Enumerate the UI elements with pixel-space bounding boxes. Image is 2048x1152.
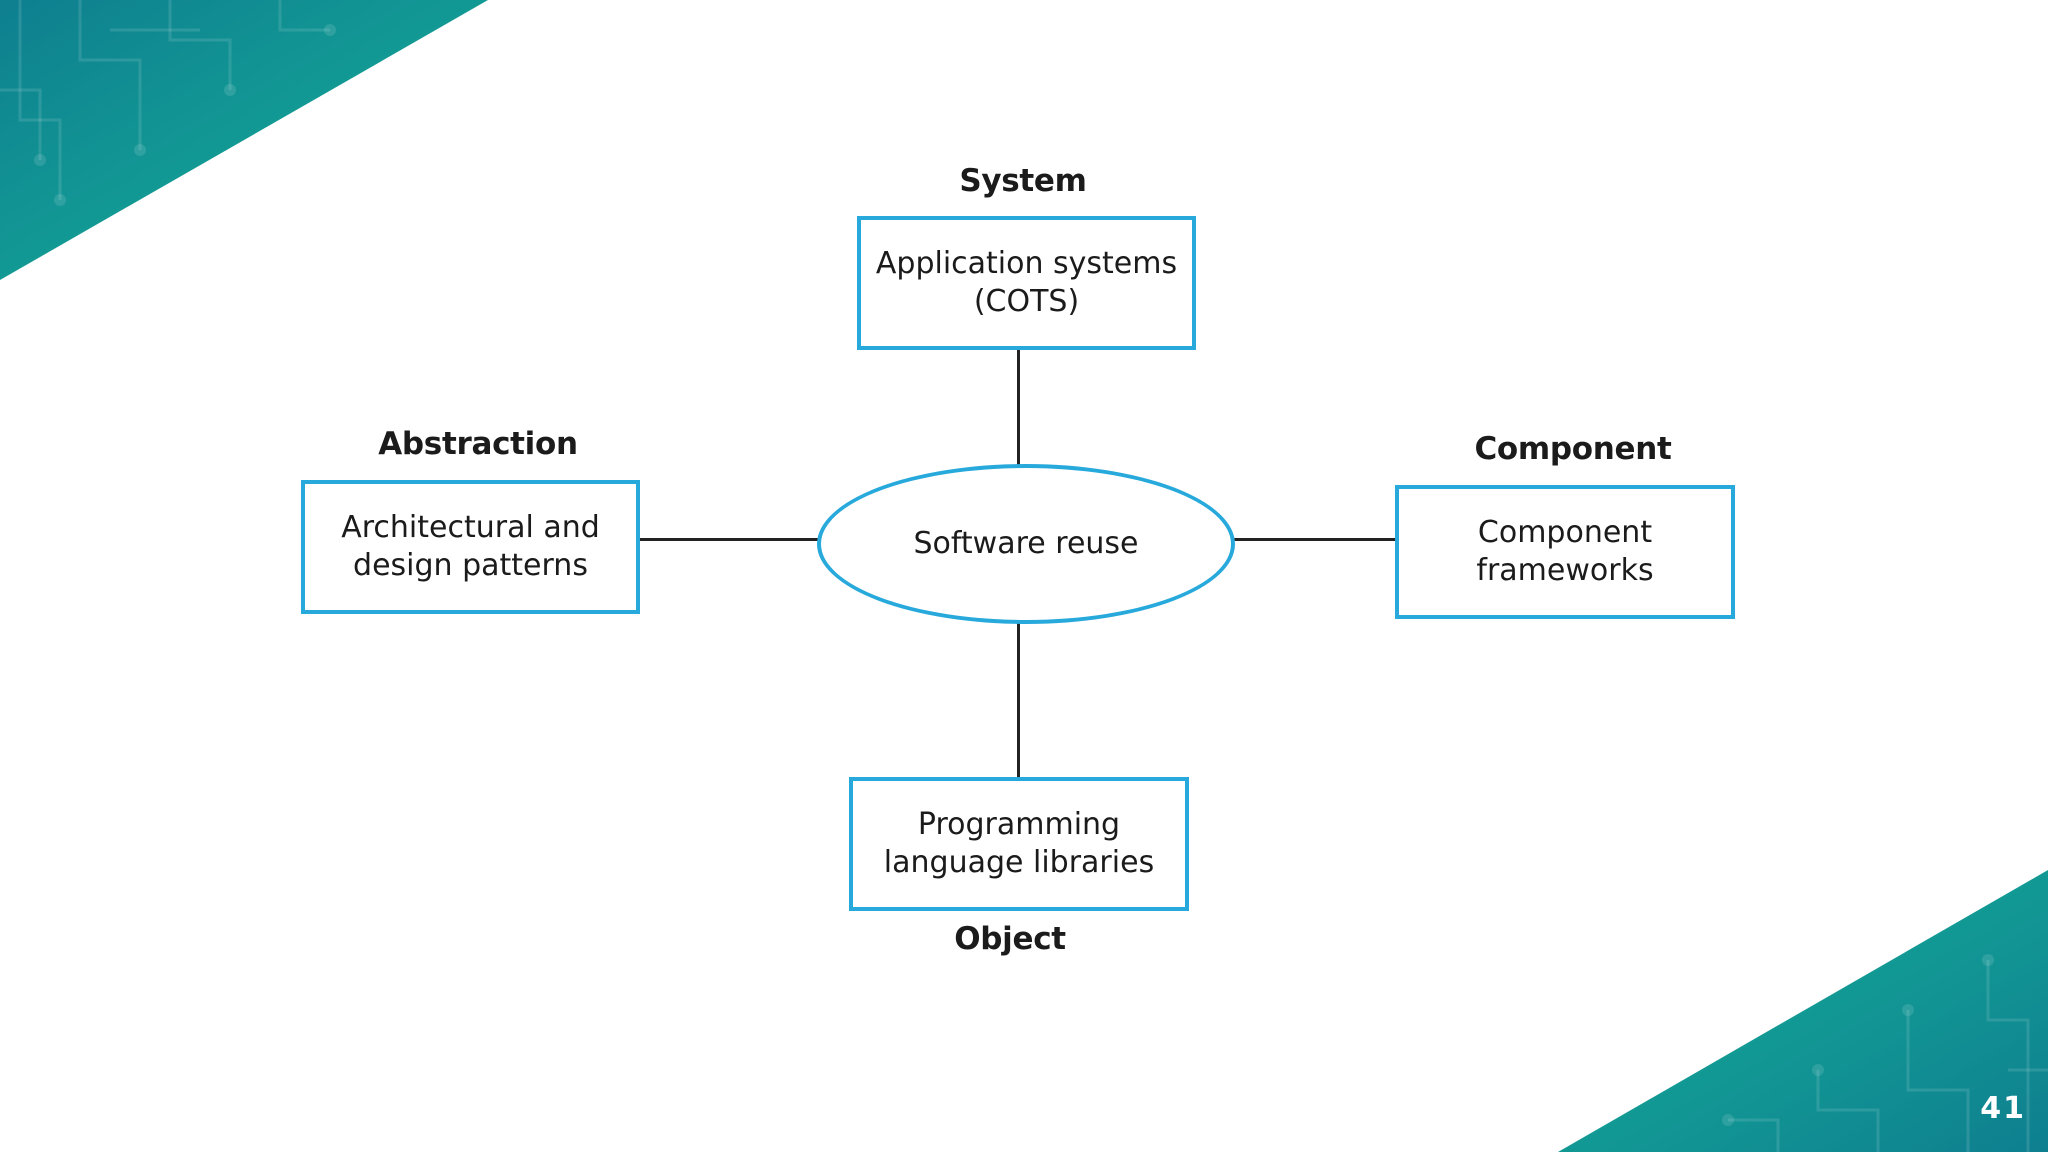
object-heading: Object bbox=[954, 921, 1066, 957]
architectural-patterns-label: Architectural and design patterns bbox=[341, 510, 600, 583]
top-left-corner-decoration bbox=[0, 0, 488, 280]
component-heading: Component bbox=[1474, 431, 1672, 467]
software-reuse-ellipse: Software reuse bbox=[817, 464, 1235, 624]
page-number: 41 bbox=[1980, 1091, 2026, 1126]
software-reuse-label: Software reuse bbox=[913, 526, 1139, 561]
programming-libraries-box: Programming language libraries bbox=[849, 777, 1189, 911]
component-frameworks-label: Component frameworks bbox=[1476, 515, 1654, 588]
application-systems-box: Application systems (COTS) bbox=[857, 216, 1196, 350]
system-heading: System bbox=[959, 163, 1087, 199]
application-systems-label: Application systems (COTS) bbox=[875, 246, 1178, 319]
connector-right bbox=[1232, 538, 1397, 541]
connector-top bbox=[1017, 348, 1020, 466]
component-frameworks-box: Component frameworks bbox=[1395, 485, 1735, 619]
connector-left bbox=[637, 538, 820, 541]
abstraction-heading: Abstraction bbox=[378, 426, 578, 462]
bottom-right-corner-decoration bbox=[1558, 870, 2048, 1152]
programming-libraries-label: Programming language libraries bbox=[883, 807, 1155, 880]
connector-bottom bbox=[1017, 620, 1020, 780]
architectural-patterns-box: Architectural and design patterns bbox=[301, 480, 640, 614]
